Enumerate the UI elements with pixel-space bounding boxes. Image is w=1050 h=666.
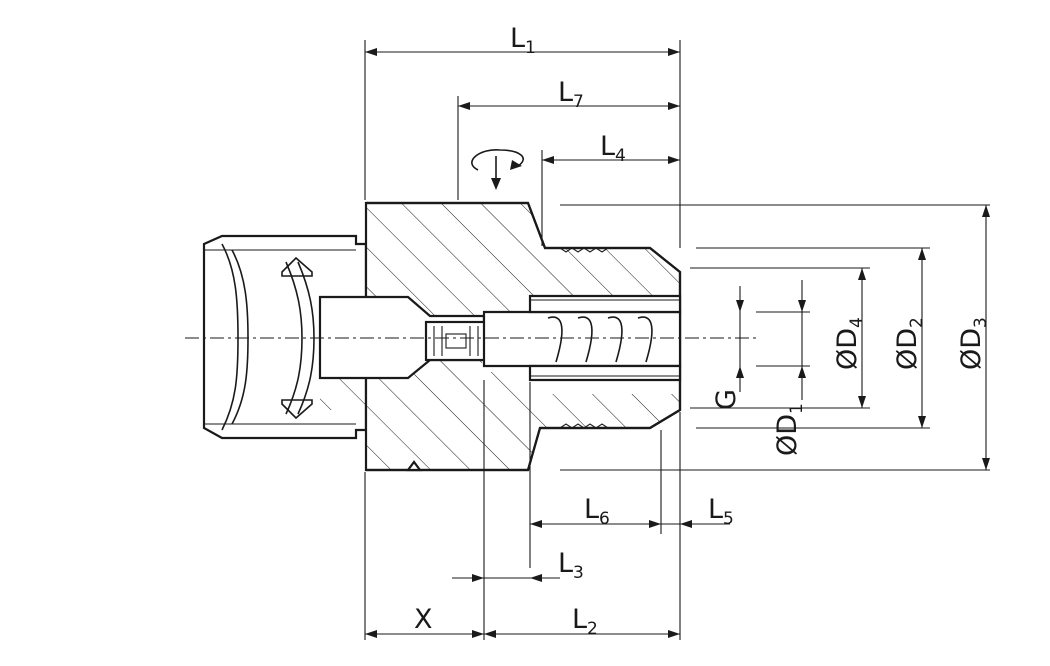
label-D4: ØD4 (832, 317, 867, 370)
label-L6: L6 (584, 494, 610, 529)
label-D1: ØD1 (772, 403, 807, 456)
flute-3 (607, 316, 623, 363)
label-L3: L3 (558, 548, 584, 583)
dimension-lines (365, 48, 990, 638)
flute-1 (547, 316, 563, 363)
label-L1: L1 (510, 23, 536, 58)
nut-pin-bottom (281, 399, 313, 420)
rotation-arrow-icon (471, 149, 524, 190)
label-L2: L2 (572, 604, 598, 639)
flute-2 (577, 316, 593, 363)
label-X: X (414, 604, 433, 635)
label-L7: L7 (558, 77, 584, 112)
nut-groove-3 (285, 261, 303, 415)
label-L4: L4 (600, 131, 626, 166)
nut-pin-top (281, 256, 313, 277)
label-L5: L5 (708, 494, 734, 529)
label-D2: ØD2 (892, 317, 927, 370)
flute-4 (637, 316, 653, 363)
tool-holder-body (202, 201, 682, 472)
label-D3: ØD3 (956, 317, 991, 370)
label-G: G (711, 389, 742, 410)
adjusting-screw (424, 320, 488, 362)
